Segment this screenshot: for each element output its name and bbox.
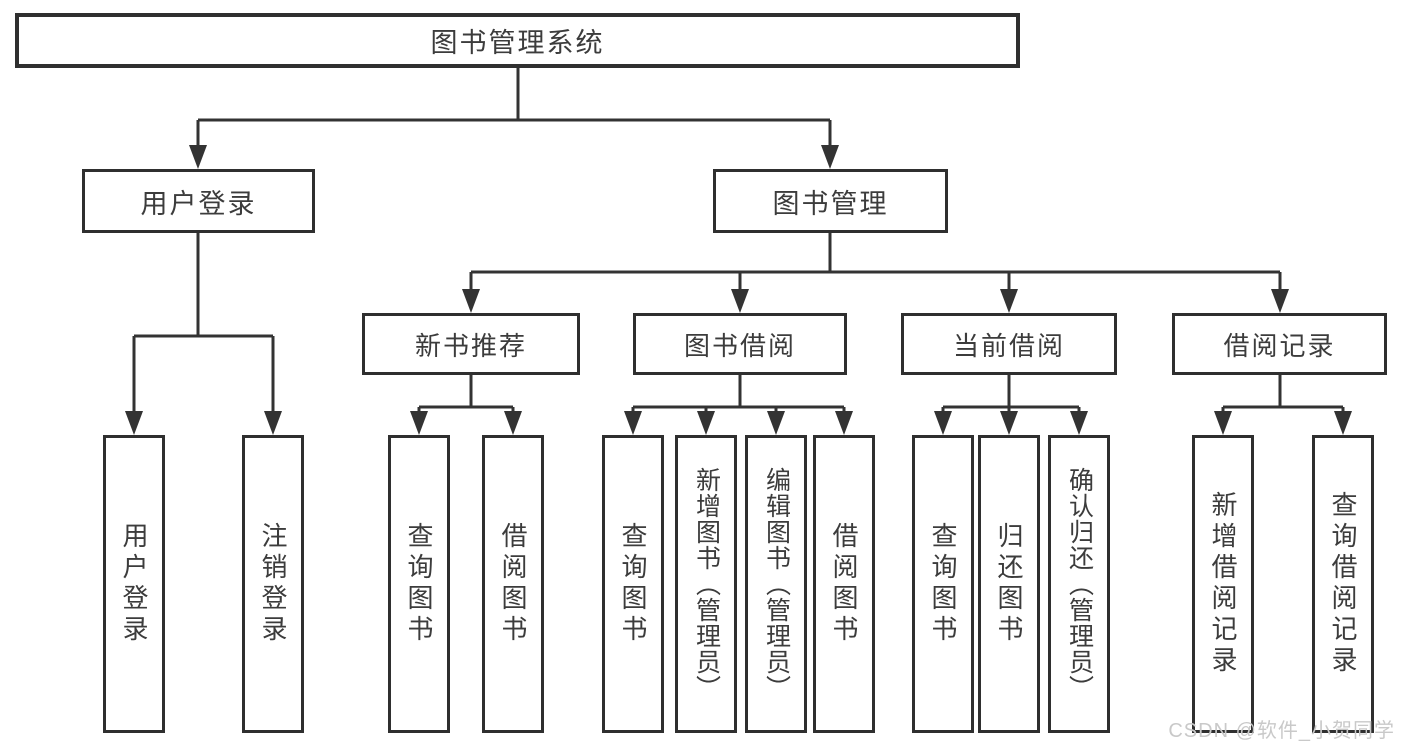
leaf-query-book-current-label: 查询图书 — [928, 522, 958, 646]
leaf-edit-book-admin: 编辑图书（管理员） — [745, 435, 807, 733]
leaf-return-book-label: 归还图书 — [994, 522, 1024, 646]
leaf-edit-book-admin-label: 编辑图书（管理员） — [762, 467, 791, 701]
leaf-query-book-newrec: 查询图书 — [388, 435, 450, 733]
leaf-return-book: 归还图书 — [978, 435, 1040, 733]
leaf-user-login: 用户登录 — [103, 435, 165, 733]
leaf-query-book-borrowing-label: 查询图书 — [618, 522, 648, 646]
leaf-borrow-book-newrec: 借阅图书 — [482, 435, 544, 733]
leaf-query-borrow-record-label: 查询借阅记录 — [1328, 491, 1358, 677]
leaf-borrow-book-label: 借阅图书 — [829, 522, 859, 646]
leaf-borrow-book: 借阅图书 — [813, 435, 875, 733]
leaf-user-login-label: 用户登录 — [119, 522, 149, 646]
node-user-login: 用户登录 — [82, 169, 315, 233]
node-borrowing-records: 借阅记录 — [1172, 313, 1387, 375]
leaf-add-book-admin: 新增图书（管理员） — [675, 435, 737, 733]
watermark: CSDN @软件_小贺同学 — [1168, 720, 1395, 742]
leaf-logout: 注销登录 — [242, 435, 304, 733]
leaf-confirm-return-admin-label: 确认归还（管理员） — [1065, 467, 1094, 701]
leaf-add-borrow-record: 新增借阅记录 — [1192, 435, 1254, 733]
leaf-borrow-book-newrec-label: 借阅图书 — [498, 522, 528, 646]
leaf-query-book-newrec-label: 查询图书 — [404, 522, 434, 646]
leaf-add-borrow-record-label: 新增借阅记录 — [1208, 491, 1238, 677]
leaf-query-book-borrowing: 查询图书 — [602, 435, 664, 733]
leaf-query-book-current: 查询图书 — [912, 435, 974, 733]
node-new-book-recommend: 新书推荐 — [362, 313, 580, 375]
leaf-add-book-admin-label: 新增图书（管理员） — [692, 467, 721, 701]
leaf-query-borrow-record: 查询借阅记录 — [1312, 435, 1374, 733]
node-book-management: 图书管理 — [713, 169, 948, 233]
leaf-confirm-return-admin: 确认归还（管理员） — [1048, 435, 1110, 733]
node-current-borrowing: 当前借阅 — [901, 313, 1117, 375]
leaf-logout-label: 注销登录 — [258, 522, 288, 646]
node-book-borrowing: 图书借阅 — [633, 313, 847, 375]
node-root: 图书管理系统 — [15, 13, 1020, 68]
